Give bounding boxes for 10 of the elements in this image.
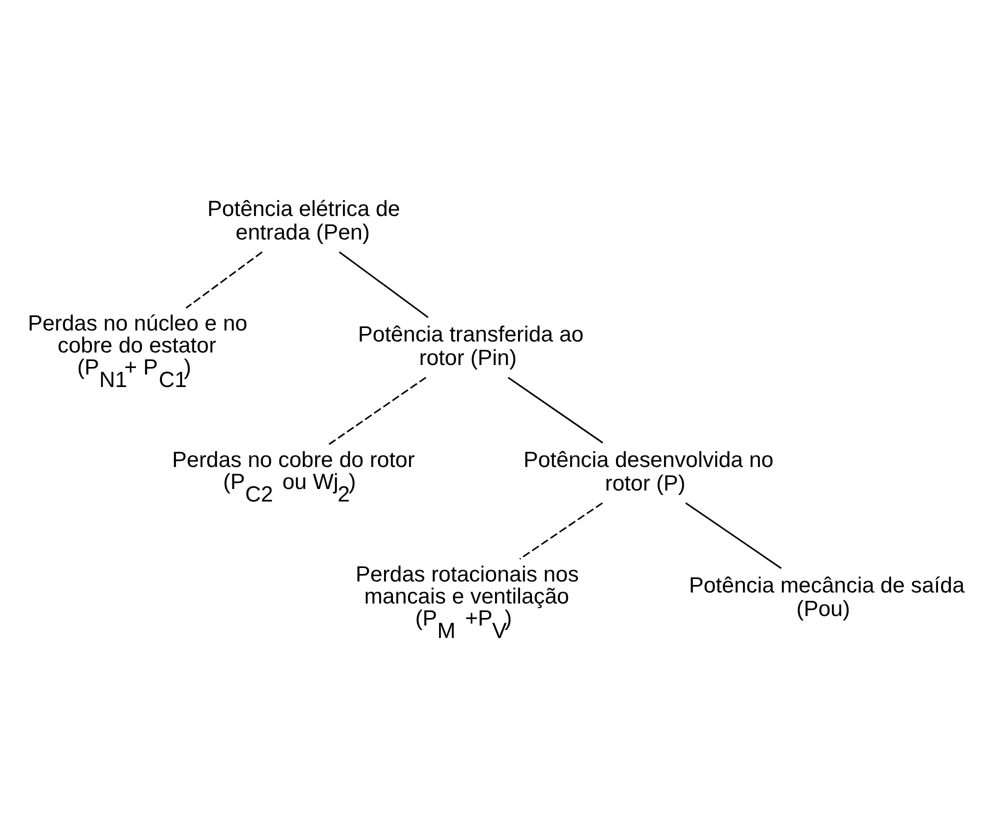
connector	[328, 376, 426, 445]
connector	[519, 502, 603, 560]
connector	[186, 250, 263, 308]
node-text: Potência desenvolvida no rotor (P)	[523, 446, 774, 496]
connector	[338, 250, 429, 318]
connector	[508, 376, 604, 443]
connector	[685, 502, 782, 568]
node-text: Potência mecância de saída (Pou)	[688, 572, 965, 621]
node-text: Potência transferida ao rotor (Pin)	[358, 321, 584, 370]
node-text: Potência elétrica de entrada (Pen)	[207, 196, 400, 244]
